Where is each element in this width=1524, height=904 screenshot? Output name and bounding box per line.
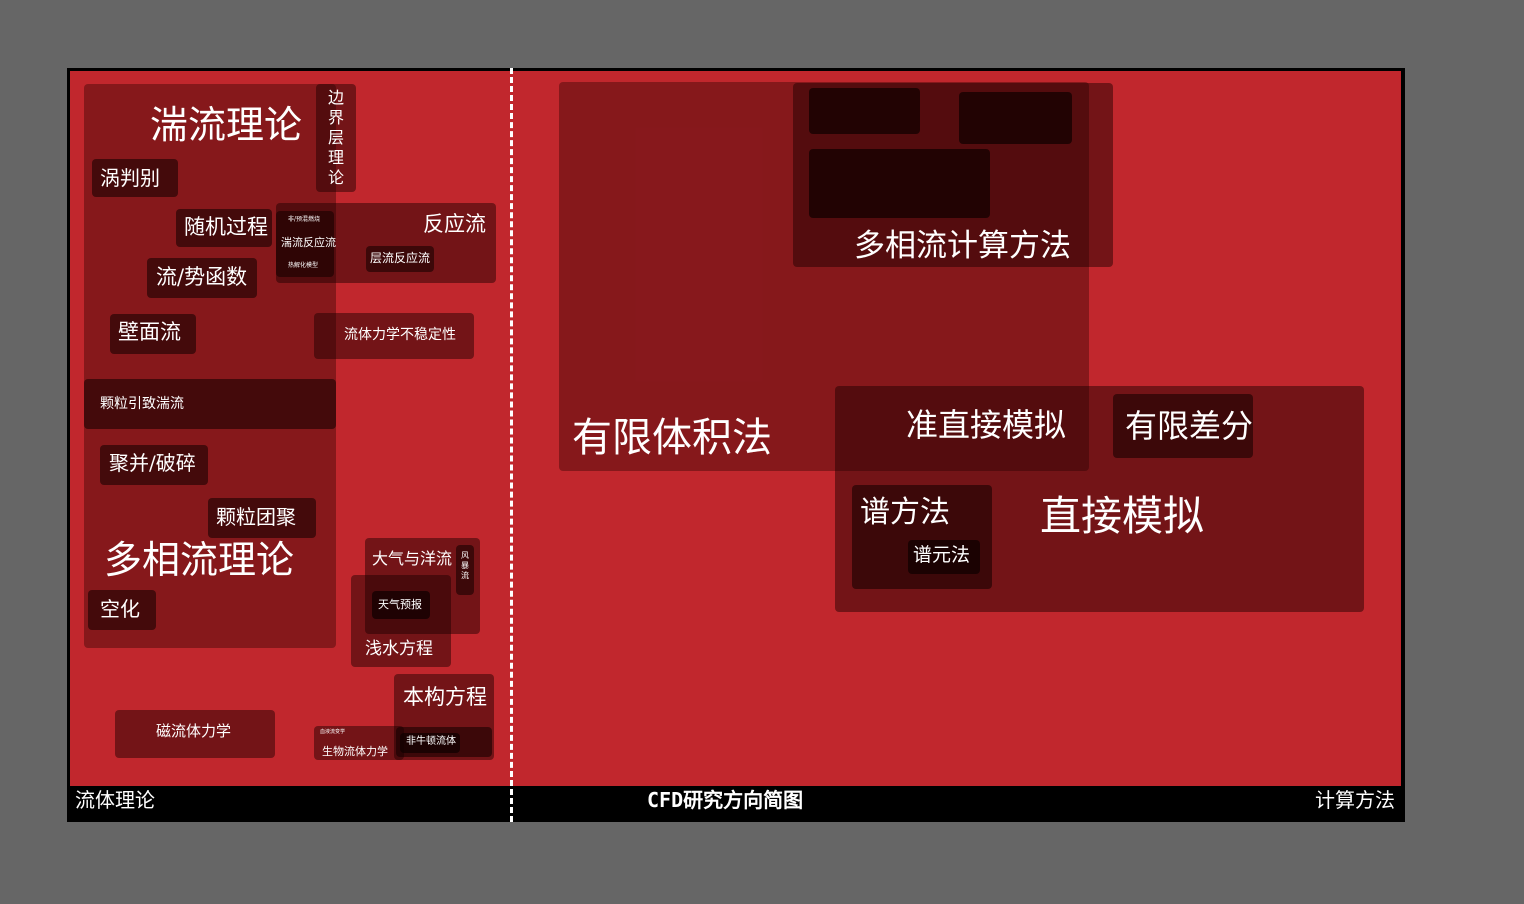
constitutive-label: 本构方程	[403, 685, 487, 709]
fdm-label: 有限差分	[1125, 407, 1254, 445]
turbulence-theory-label: 湍流理论	[150, 103, 303, 147]
dashed-divider	[510, 68, 513, 822]
dns-label: 直接模拟	[1040, 492, 1204, 540]
stochastic-process-label: 随机过程	[184, 215, 268, 239]
treemap-field: 湍流理论 边界层理论 涡判别 随机过程 流/势函数 壁面流 反应流 非/预混燃烧…	[70, 71, 1401, 786]
stream-potential-box	[147, 258, 257, 298]
coalescence-label: 聚并/破碎	[109, 451, 196, 475]
multiphase-sub-box-1	[809, 88, 920, 134]
cavitation-label: 空化	[100, 597, 140, 621]
multiphase-sub-box-2	[959, 92, 1072, 144]
fdm-box	[1113, 394, 1253, 458]
wall-flow-label: 壁面流	[118, 320, 181, 344]
turbulent-reacting-label: 湍流反应流	[281, 236, 336, 249]
fvm-label: 有限体积法	[572, 415, 772, 461]
atmo-ocean-label: 大气与洋流	[372, 549, 453, 568]
spectral-element-box	[908, 540, 980, 574]
wind-vortex-label: 风暴流	[461, 551, 469, 580]
mhd-box	[115, 710, 275, 758]
vortex-criterion-box	[92, 159, 178, 197]
boundary-layer-label: 边界层理论	[328, 88, 345, 187]
bio-fluid-box	[314, 726, 404, 760]
spectral-label: 谱方法	[860, 495, 950, 530]
non-newtonian-inner-box	[400, 733, 460, 753]
wind-vortex-box	[456, 545, 474, 595]
laminar-reacting-box	[366, 246, 434, 272]
instability-label: 流体力学不稳定性	[344, 327, 456, 343]
stochastic-process-box	[176, 209, 272, 247]
biomech-tiny-label: 血液流变学	[320, 729, 346, 735]
left-axis-label: 流体理论	[75, 788, 155, 812]
vortex-criterion-label: 涡判别	[100, 166, 160, 190]
boundary-layer-box	[316, 84, 356, 192]
non-newtonian-label: 非牛顿流体	[406, 736, 456, 747]
reacting-flow-label: 反应流	[423, 212, 486, 236]
bio-fluid-label: 生物流体力学	[322, 745, 388, 758]
right-axis-label: 计算方法	[1315, 788, 1395, 812]
stream-potential-label: 流/势函数	[156, 265, 248, 289]
particle-turbulence-label: 颗粒引致湍流	[100, 396, 184, 412]
multiphase-sub-box-3	[809, 149, 990, 218]
weather-box	[372, 591, 430, 619]
agglomeration-label: 颗粒团聚	[216, 505, 296, 529]
multiphase-methods-label: 多相流计算方法	[854, 228, 1071, 264]
diagram-canvas: 湍流理论 边界层理论 涡判别 随机过程 流/势函数 壁面流 反应流 非/预混燃烧…	[67, 68, 1405, 822]
instability-box	[314, 313, 474, 359]
weather-label: 天气预报	[378, 598, 422, 611]
multiphase-theory-label: 多相流理论	[104, 538, 295, 582]
spectral-element-label: 谱元法	[913, 544, 971, 566]
wall-flow-box	[110, 314, 196, 354]
les-label: 准直接模拟	[906, 406, 1067, 444]
shallow-water-label: 浅水方程	[365, 639, 433, 659]
reacting-tiny-label-1: 非/预混燃烧	[288, 216, 321, 223]
reacting-tiny-label-2: 热解化模型	[288, 262, 319, 269]
agglomeration-box	[208, 498, 316, 538]
particle-turbulence-box	[84, 379, 336, 429]
mhd-label: 磁流体力学	[156, 722, 232, 740]
diagram-title: CFD研究方向简图	[647, 788, 804, 812]
coalescence-box	[100, 445, 208, 485]
fvm-box	[559, 82, 1089, 471]
laminar-reacting-label: 层流反应流	[370, 251, 431, 265]
shallow-water-box	[351, 575, 451, 667]
cavitation-box	[88, 590, 156, 630]
turbulent-reacting-box	[276, 211, 334, 277]
